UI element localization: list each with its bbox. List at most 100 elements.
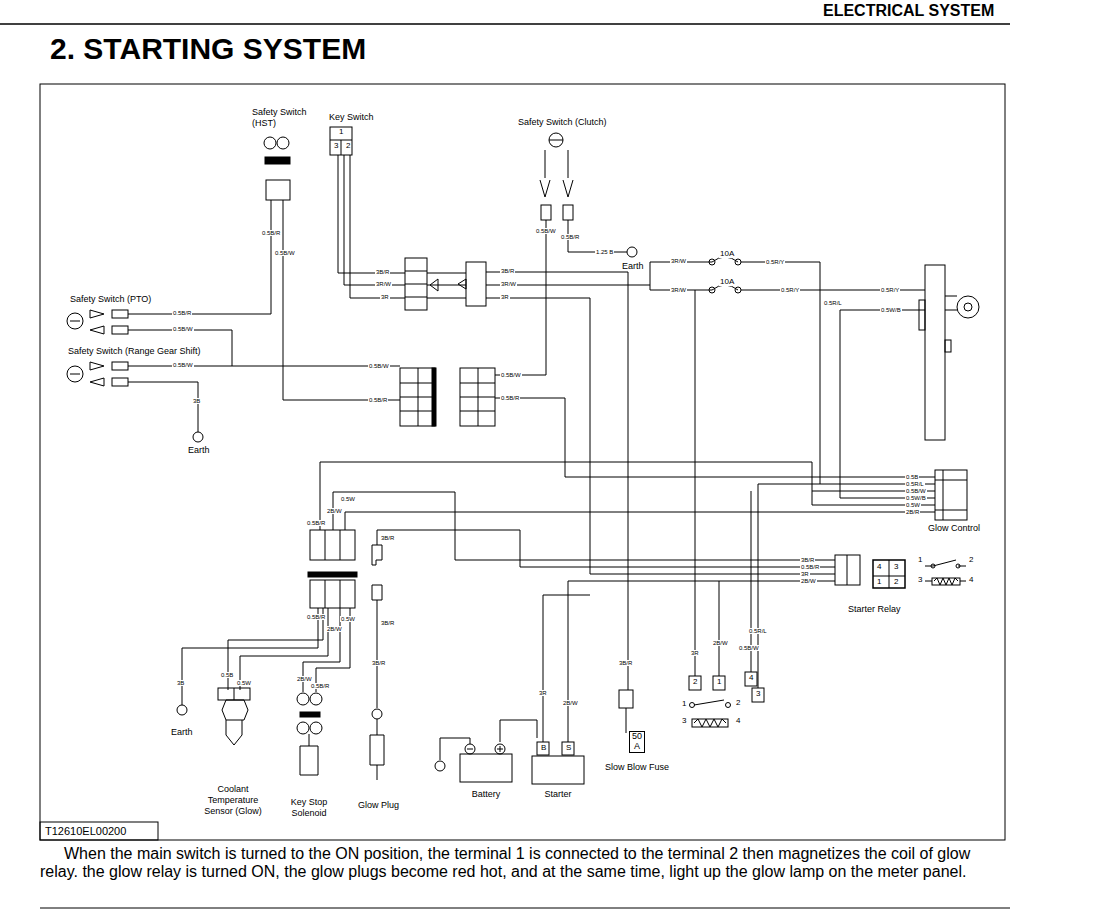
wire-label: 2B/W xyxy=(296,676,313,682)
component-name: Coolant Temperature Sensor (Glow) xyxy=(200,784,266,816)
wire-label: 2B/W xyxy=(712,640,729,646)
component-name: Starter Relay xyxy=(848,604,901,615)
wire-label: 3B/R xyxy=(380,535,395,541)
wire-label: 0.5B/R xyxy=(306,614,326,620)
component-name: Safety Switch (HST) xyxy=(252,107,314,129)
page-title: 2. STARTING SYSTEM xyxy=(50,32,366,66)
wire-label: 3 xyxy=(681,717,687,725)
wire-label: 2 xyxy=(968,556,974,564)
wire-label: 3R xyxy=(380,294,390,300)
wire-label: 10A xyxy=(719,250,735,258)
wire-label: 3B/R xyxy=(371,660,386,666)
component-name: Safety Switch (PTO) xyxy=(70,294,151,305)
component-label: Starter Relay xyxy=(848,604,901,615)
wire-label: 0.5B/W xyxy=(500,372,522,378)
wire-label: 2B/W xyxy=(326,508,343,514)
wire-label: 0.5B/W xyxy=(905,488,927,494)
component-label: Starter xyxy=(530,738,586,800)
component-label: Coolant Temperature Sensor (Glow) xyxy=(200,784,266,816)
wire-label: 0.5B/W xyxy=(172,362,194,368)
section-header: ELECTRICAL SYSTEM xyxy=(822,3,995,19)
wire-label: 0.5B/R xyxy=(500,395,520,401)
wire-label: 3R xyxy=(800,571,810,577)
component-label: Battery xyxy=(456,742,516,800)
component-label: Safety Switch (PTO) xyxy=(70,294,151,305)
component-name: Battery xyxy=(472,789,501,800)
wire-connector xyxy=(500,720,537,742)
wire-label: 10A xyxy=(719,278,735,286)
wire-label: 2B/W xyxy=(326,626,343,632)
wire-label: 0.5B/R xyxy=(368,397,388,403)
wire-label: 2B/W xyxy=(800,578,817,584)
wire-label: 0.5R/L xyxy=(823,300,843,306)
wire-label: 3B xyxy=(176,680,185,686)
wire-label: 0.5W/B xyxy=(905,495,927,501)
wire-label: 1 xyxy=(917,556,923,564)
wire-label: 3R/W xyxy=(375,281,392,287)
wire-label: 4 xyxy=(735,717,741,725)
wire-label: 1 xyxy=(338,128,344,136)
wire-label: 1.25 B xyxy=(595,249,614,255)
wire-label: 3B xyxy=(192,398,201,404)
wire-label: 0.5W xyxy=(905,502,921,508)
wire-label: T12610EL00200 xyxy=(44,826,127,837)
wire-label: 0.5B/W xyxy=(172,326,194,332)
wire-label: S xyxy=(565,744,572,752)
wire-label: 3 xyxy=(755,690,761,698)
component-name: Starter xyxy=(544,789,571,800)
wire-label: 2B/R xyxy=(905,509,920,515)
caption-text: When the main switch is turned to the ON… xyxy=(40,845,1005,881)
wire-label: 0.5B xyxy=(905,474,919,480)
wire-label: Earth xyxy=(187,446,211,455)
wire-label: 3 xyxy=(917,576,923,584)
wire-label: 0.5W xyxy=(236,680,252,686)
wire-label: 0.5B/W xyxy=(368,363,390,369)
wire-label: 3R/W xyxy=(670,258,687,264)
component-name: Key Switch xyxy=(329,112,374,123)
wire-label: 0.5R/L xyxy=(905,481,925,487)
wire-label: 0.5B/R xyxy=(310,683,330,689)
component-label: Glow Control xyxy=(928,523,980,534)
wire-label: 3R/W xyxy=(500,281,517,287)
wire-label: Earth xyxy=(170,728,194,737)
wire-label: 0.5B/W xyxy=(738,645,760,651)
wire-label: 3B/R xyxy=(500,268,515,274)
wire-label: 2 xyxy=(345,142,351,150)
wire-label: 0.5B/W xyxy=(274,250,296,256)
wire-label: 0.5W xyxy=(340,616,356,622)
wire-label: 0.5R/Y xyxy=(780,287,800,293)
wire-label: 0.5R/Y xyxy=(765,259,785,265)
wire-label: 0.5B/R xyxy=(172,310,192,316)
component-label: 50 ASlow Blow Fuse xyxy=(596,731,678,773)
component-name: Key Stop Solenoid xyxy=(287,797,331,819)
wire-label: B xyxy=(540,744,547,752)
component-label: Glow Plug xyxy=(358,800,399,811)
wire-label: 0.5B/R xyxy=(800,564,820,570)
wire-label: 0.5W xyxy=(340,496,356,502)
wire-label: 1 xyxy=(716,678,722,686)
wire-label: 3R xyxy=(500,294,510,300)
component-label: Key Switch xyxy=(329,112,374,123)
wire-label: Earth xyxy=(621,262,645,271)
wire-label: 3B/R xyxy=(618,660,633,666)
wire-label: 0.5R/Y xyxy=(880,287,900,293)
component-name: Glow Control xyxy=(928,523,980,534)
component-name: Glow Plug xyxy=(358,800,399,811)
wire-label: 3R xyxy=(538,690,548,696)
wire-label: 3 xyxy=(333,142,339,150)
component-label: Safety Switch (Range Gear Shift) xyxy=(68,346,201,357)
wire-label: 3R xyxy=(690,650,700,656)
wire-label: 2 xyxy=(893,578,899,586)
wire-label: 0.5B/W xyxy=(535,228,557,234)
component-label: Safety Switch (Clutch) xyxy=(518,117,607,128)
wire-label: 3 xyxy=(893,563,899,571)
wire-label: 4 xyxy=(748,674,754,682)
wire-label: 2 xyxy=(692,678,698,686)
component-name: Safety Switch (Clutch) xyxy=(518,117,607,128)
wire-label: 0.5B xyxy=(220,672,234,678)
component-label: Key Stop Solenoid xyxy=(287,797,331,819)
wire-label: 3B/R xyxy=(375,269,390,275)
